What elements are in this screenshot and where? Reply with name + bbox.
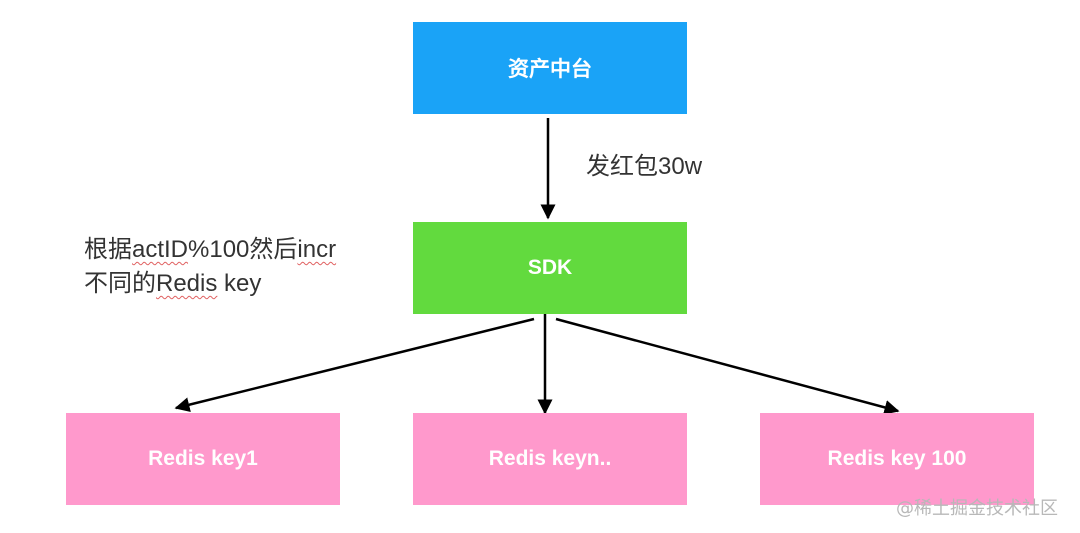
- node-redis-key1: Redis key1: [66, 413, 340, 505]
- routing-note: 根据actID%100然后incr 不同的Redis key: [84, 233, 336, 301]
- note-text: key: [217, 270, 262, 297]
- note-text-underlined: incr: [297, 236, 337, 263]
- node-redis-key1-label: Redis key1: [148, 447, 258, 470]
- routing-note-line-1: 根据actID%100然后incr: [84, 233, 336, 267]
- note-text-underlined: Redis: [156, 270, 218, 297]
- node-redis-keyn: Redis keyn..: [413, 413, 687, 505]
- routing-note-line-2: 不同的Redis key: [84, 267, 336, 301]
- edge-sdk-to-key100: [555, 317, 900, 415]
- node-redis-keyn-label: Redis keyn..: [488, 447, 612, 470]
- watermark: @稀土掘金技术社区: [896, 498, 1058, 519]
- node-sdk-label: SDK: [527, 256, 573, 279]
- note-text: 不同的: [84, 270, 156, 297]
- note-text: %100然后: [188, 236, 298, 263]
- node-sdk: SDK: [413, 222, 687, 314]
- node-redis-key100-label: Redis key 100: [827, 447, 967, 470]
- edge-label-send-red-packet: 发红包30w: [586, 153, 703, 180]
- note-text: 根据: [84, 236, 132, 263]
- node-asset-platform: 资产中台: [413, 22, 687, 114]
- node-asset-platform-label: 资产中台: [508, 58, 592, 81]
- edge-sdk-to-key1: [174, 317, 535, 413]
- note-text-underlined: actID: [132, 236, 189, 263]
- node-redis-key100: Redis key 100: [760, 413, 1034, 505]
